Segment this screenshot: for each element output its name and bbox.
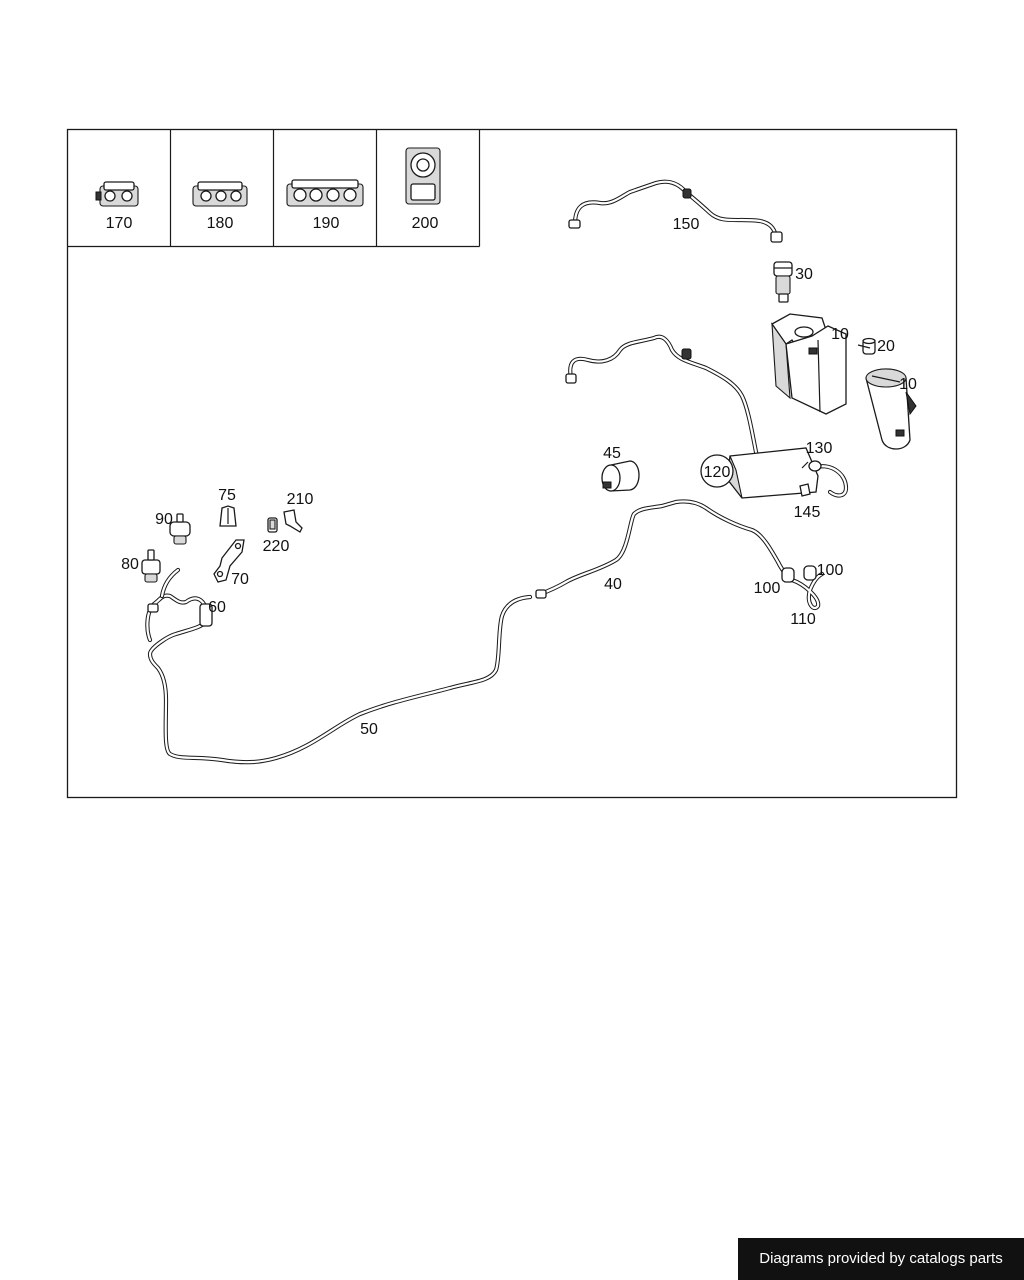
leader-lines [801,344,871,469]
callout-170: 170 [106,215,133,232]
callout-40: 40 [604,576,622,593]
line-150-vent-tube[interactable] [568,179,783,243]
line-50-fuel-line[interactable] [147,594,533,765]
callout-20: 20 [877,338,895,355]
callout-10-a: 10 [831,326,849,343]
callout-60: 60 [208,599,226,616]
part-120-bracket[interactable] [700,447,819,499]
callout-30: 30 [795,266,813,283]
callout-100-b: 100 [817,562,844,579]
inset-grid [67,129,481,248]
callout-190: 190 [313,215,340,232]
part-200-valve-block[interactable] [405,147,441,205]
callout-45: 45 [603,445,621,462]
part-220-clip[interactable] [267,517,278,533]
part-75-clip[interactable] [219,505,237,527]
part-130-hose[interactable] [808,460,849,498]
diagram-frame [66,128,958,799]
part-20-cap[interactable] [862,337,876,355]
callout-110: 110 [790,611,816,628]
part-45-damper[interactable] [601,460,640,492]
part-90-valve[interactable] [169,513,191,545]
callout-100-a: 100 [754,580,781,597]
callout-75: 75 [218,487,236,504]
callout-10-b: 10 [899,376,917,393]
part-100-clamp-left[interactable] [781,567,795,583]
part-10-canister-alt[interactable] [865,368,917,450]
part-110-hose[interactable] [789,571,825,611]
line-60-fuel-line[interactable] [145,567,213,643]
footer-credit-banner: Diagrams provided by catalogs parts [738,1238,1024,1280]
callout-200: 200 [412,215,439,232]
callout-80: 80 [121,556,139,573]
callout-210: 210 [287,491,314,508]
callout-180: 180 [207,215,234,232]
callout-circle-120 [700,454,734,488]
part-30-valve[interactable] [773,261,793,303]
part-80-valve[interactable] [141,549,161,583]
part-170-valve-block[interactable] [95,181,139,207]
callout-50: 50 [360,721,378,738]
part-10-activated-charcoal-canister[interactable] [771,313,847,415]
callout-90: 90 [155,511,173,528]
callout-120: 120 [704,464,731,481]
callout-70: 70 [231,571,249,588]
part-190-valve-block[interactable] [286,179,364,207]
callout-145: 145 [794,504,821,521]
part-145-clip[interactable] [799,483,811,497]
callout-150: 150 [673,216,700,233]
part-180-valve-block[interactable] [192,181,248,207]
part-210-bracket[interactable] [283,509,303,533]
callout-130: 130 [806,440,833,457]
line-40-fuel-line[interactable] [535,499,789,599]
part-70-bracket[interactable] [213,539,245,583]
part-100-clamp-right[interactable] [803,565,817,581]
footer-credit-text: Diagrams provided by catalogs parts [759,1250,1003,1267]
callout-220: 220 [263,538,290,555]
